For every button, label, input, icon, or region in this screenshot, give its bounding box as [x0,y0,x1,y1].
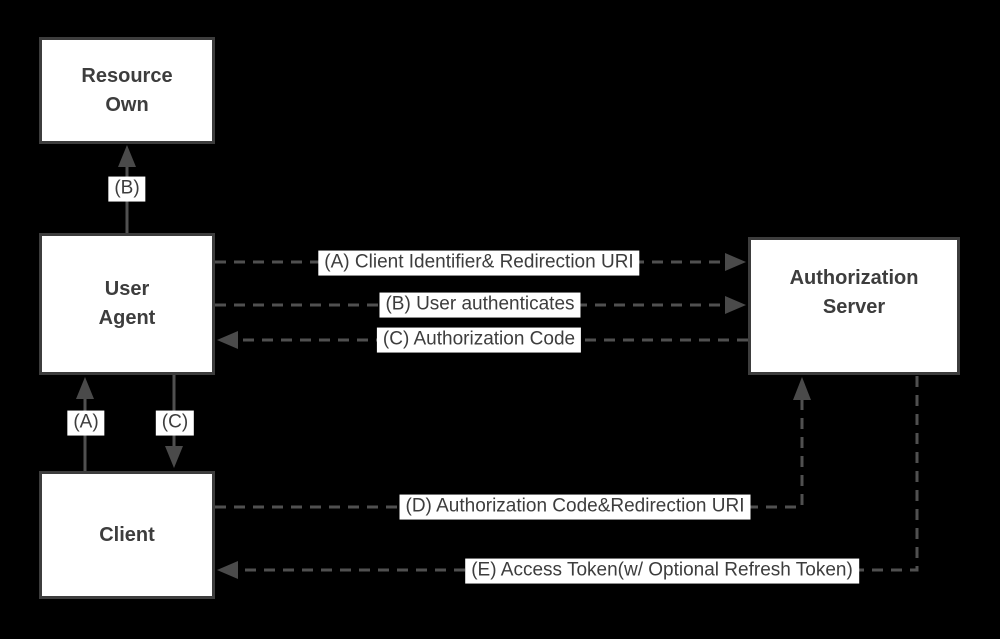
edge-label-d-horizontal: (D) Authorization Code&Redirection URI [399,494,751,520]
edge-label-c-horizontal: (C) Authorization Code [376,327,582,353]
edge-label-e-horizontal: (E) Access Token(w/ Optional Refresh Tok… [465,558,859,584]
edge-label-a-horizontal: (A) Client Identifier& Redirection URI [318,250,640,276]
edge-label-c-vertical: (C) [155,410,195,436]
edge-label-b-horizontal: (B) User authenticates [379,292,581,318]
node-resource-owner: Resource Own [39,37,215,144]
edge-label-b-vertical: (B) [108,176,146,202]
edge-label-a-vertical: (A) [67,410,105,436]
node-user-agent: User Agent [39,233,215,375]
node-authorization-server: Authorization Server [748,237,960,375]
node-client: Client [39,471,215,599]
arrow-e-authorization-server-to-client [217,376,919,579]
arrow-d-client-to-authorization-server [215,377,811,509]
